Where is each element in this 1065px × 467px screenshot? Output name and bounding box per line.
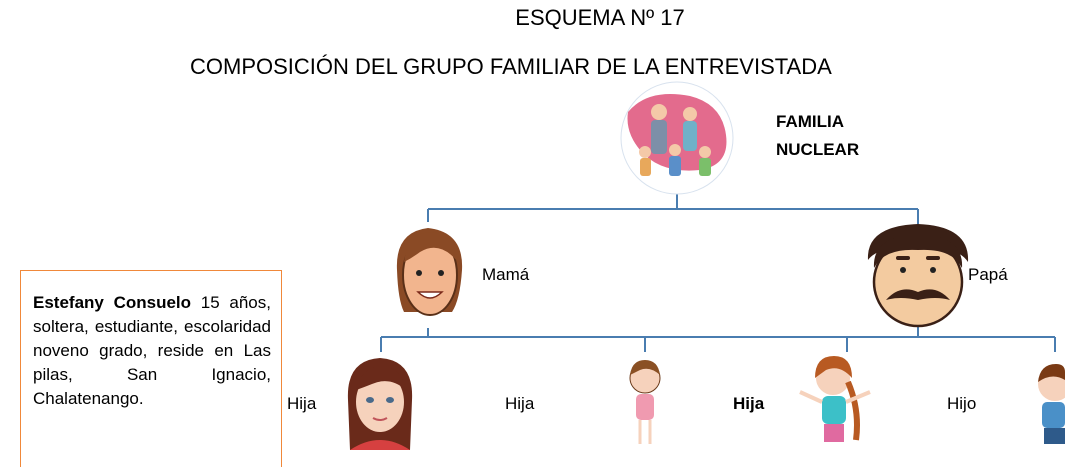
mother-label: Mamá <box>482 265 530 284</box>
child-4-label: Hijo <box>947 394 977 413</box>
daughter-1-icon <box>347 358 413 450</box>
diagram-title: COMPOSICIÓN DEL GRUPO FAMILIAR DE LA ENT… <box>190 54 832 79</box>
child-1-label: Hija <box>287 394 317 413</box>
interviewee-info-text: Estefany Consuelo 15 años, soltera, estu… <box>33 291 271 411</box>
father-label: Papá <box>968 265 1008 284</box>
mother-face-icon <box>396 228 463 316</box>
schema-number: ESQUEMA Nº 17 <box>515 5 685 30</box>
family-label-line2: NUCLEAR <box>776 140 860 159</box>
interviewee-details: 15 años, soltera, estudiante, escolarida… <box>33 293 271 408</box>
interviewee-info-box: Estefany Consuelo 15 años, soltera, estu… <box>20 270 282 467</box>
family-label-line1: FAMILIA <box>776 112 844 131</box>
family-group-icon <box>620 81 734 195</box>
family-type-label: FAMILIA NUCLEAR <box>776 108 859 164</box>
daughter-3-icon <box>799 356 871 442</box>
child-2-label: Hija <box>505 394 535 413</box>
father-face-icon <box>867 224 969 328</box>
son-icon <box>1038 364 1065 444</box>
interviewee-name: Estefany Consuelo <box>33 293 192 312</box>
child-3-label: Hija <box>733 394 765 413</box>
tree-connectors <box>380 192 1056 352</box>
daughter-2-icon <box>629 360 661 444</box>
